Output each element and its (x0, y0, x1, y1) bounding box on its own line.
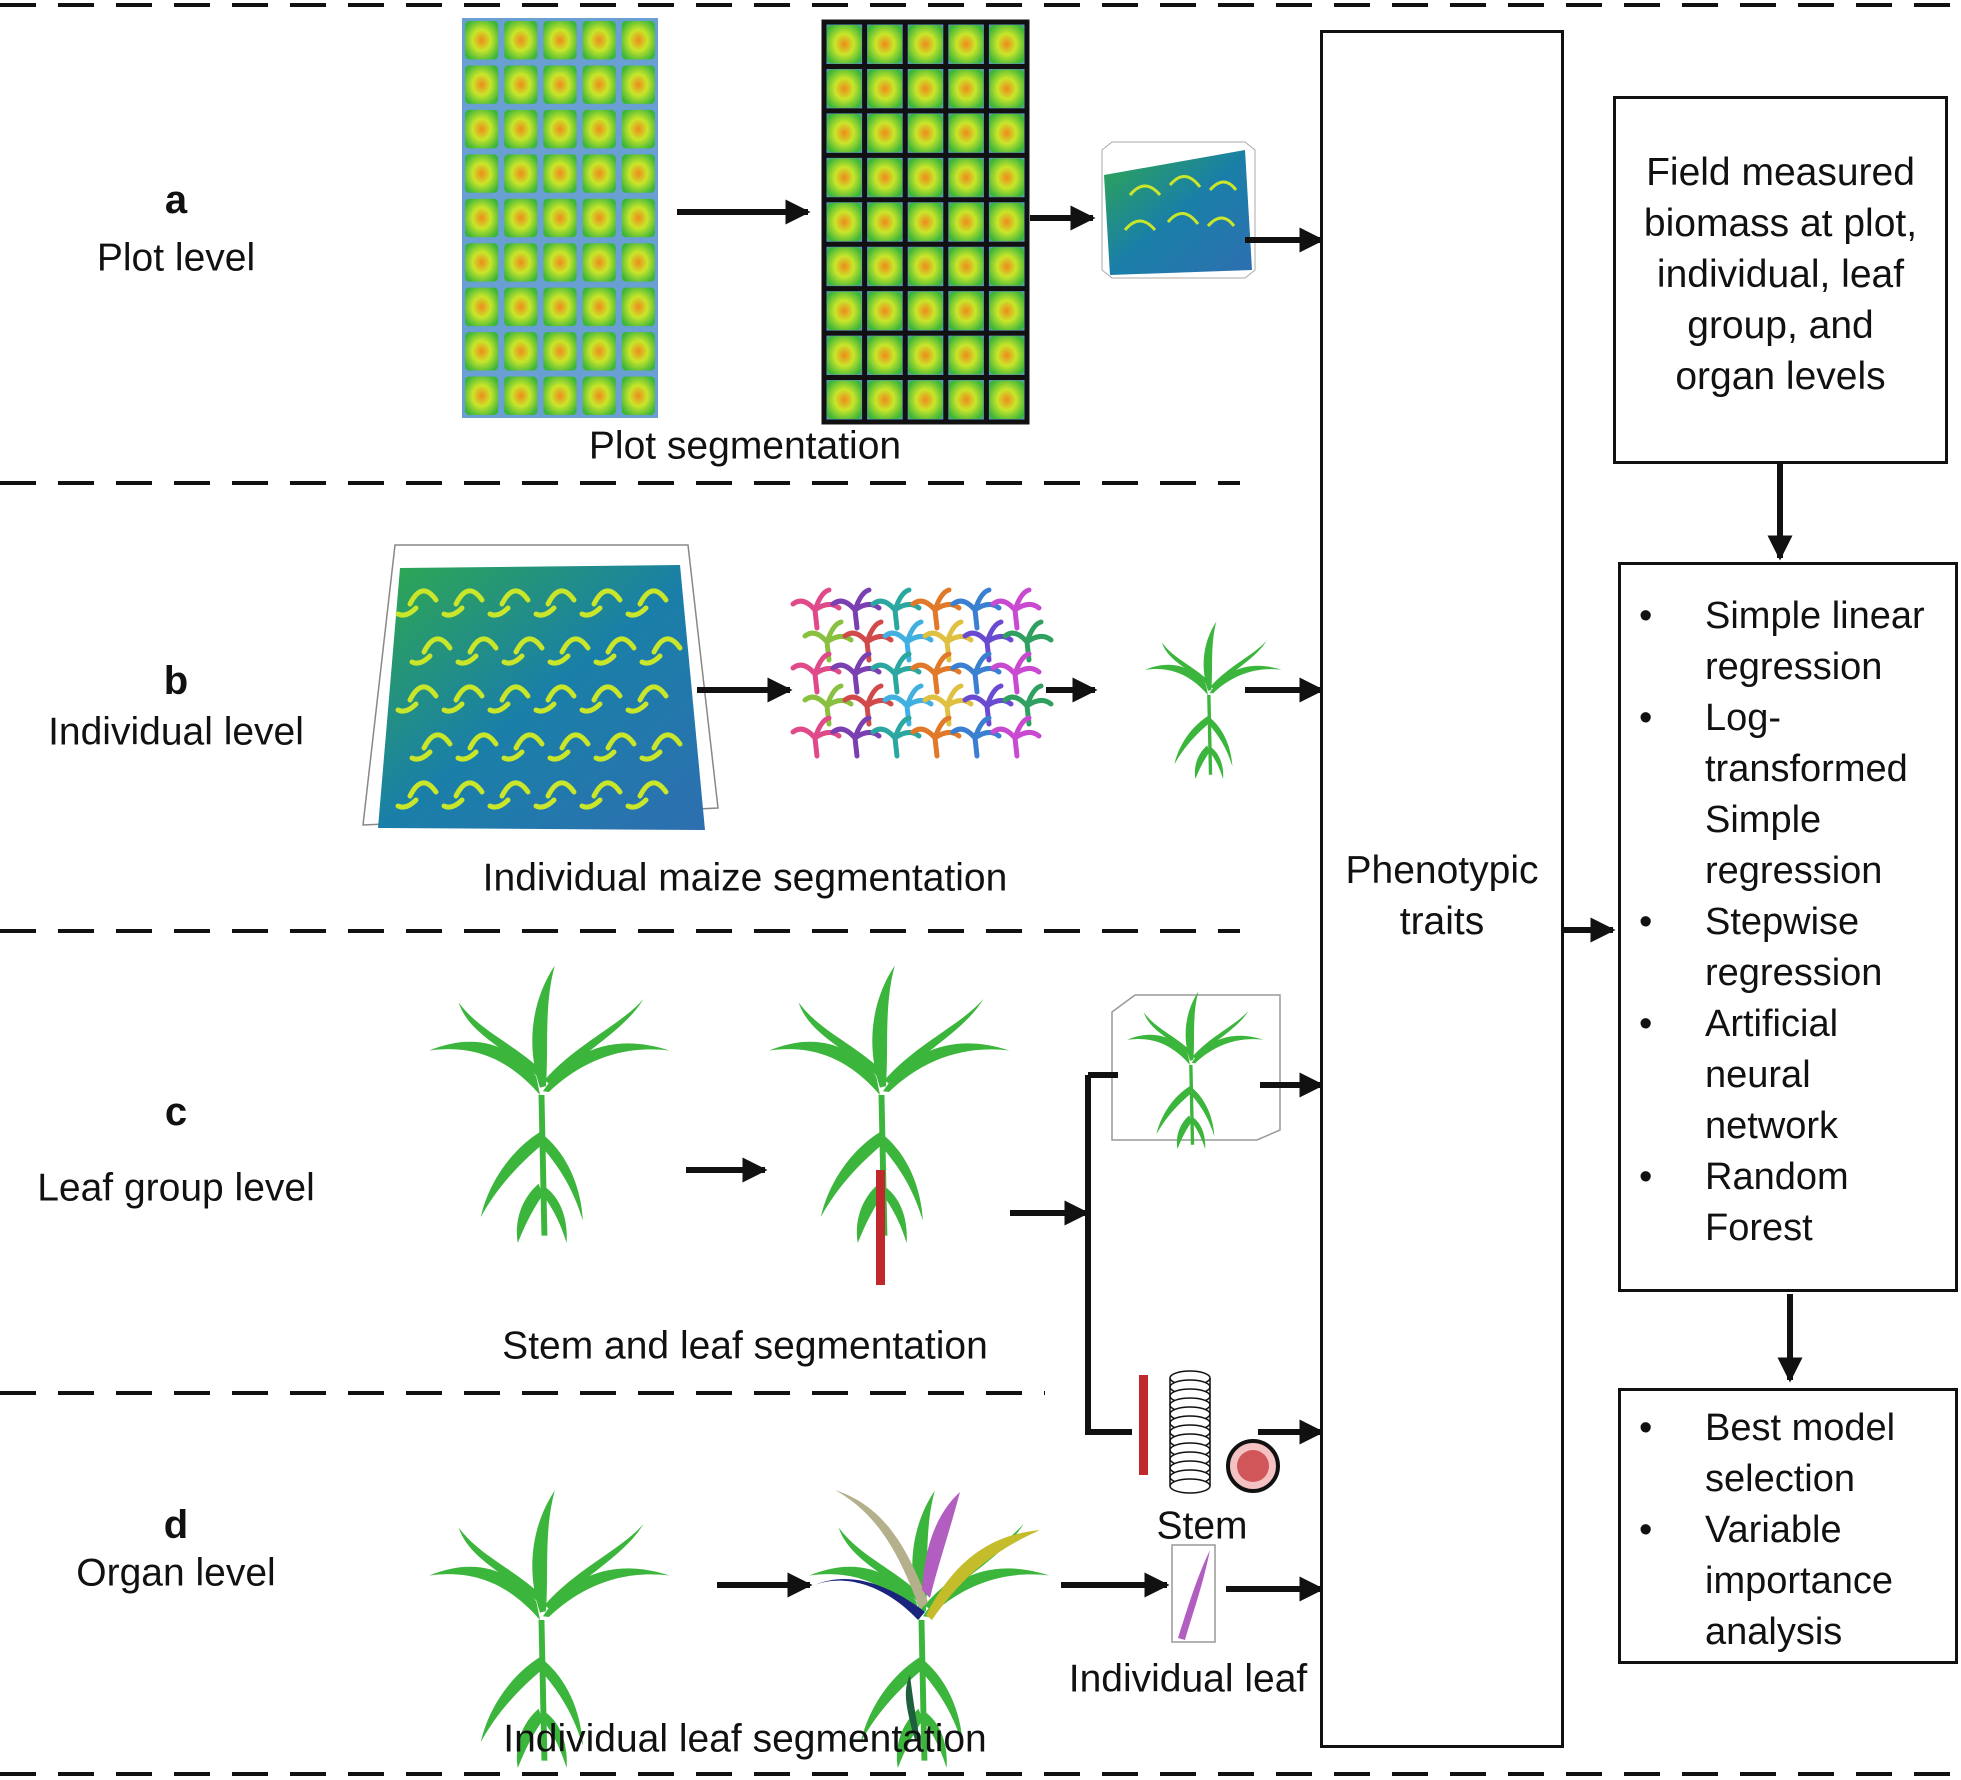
field-line-3: individual, leaf (1656, 253, 1905, 296)
row-c-letter: c (164, 1090, 188, 1134)
segmented-plants-image (790, 587, 1054, 759)
stem-slices-image (1139, 1370, 1280, 1494)
stem-label: Stem (1156, 1504, 1248, 1548)
plant-c-segmented-image (769, 965, 1010, 1285)
row-a-level-label: Plot level (96, 236, 256, 280)
phenotypic-traits-box: Phenotypic traits (1320, 30, 1564, 1748)
dashed-separators (0, 3, 1961, 1776)
field-line-4: group, and (1687, 304, 1874, 347)
row-a-letter: a (164, 178, 188, 222)
field-line-2: biomass at plot, (1643, 202, 1918, 245)
row-c-caption: Stem and leaf segmentation (502, 1324, 988, 1368)
phenotypic-traits-line-2: traits (1399, 900, 1485, 943)
flow-arrows (677, 199, 1803, 1602)
field-measured-text: Field measured biomass at plot, individu… (1616, 147, 1945, 402)
row-d-caption: Individual leaf segmentation (503, 1717, 987, 1761)
row-b-level-label: Individual level (48, 710, 304, 754)
phenotypic-traits-line-1: Phenotypic (1345, 849, 1539, 892)
individual-leaf-box-image (1171, 1544, 1216, 1643)
plant-c-image (429, 965, 670, 1243)
plot-grid-image (821, 19, 1030, 425)
row-a-caption: Plot segmentation (588, 424, 902, 468)
individual-canopy-image (362, 544, 719, 830)
field-measured-box: Field measured biomass at plot, individu… (1613, 96, 1948, 464)
row-b-letter: b (163, 659, 189, 703)
field-line-5: organ levels (1675, 355, 1886, 398)
row-c-level-label: Leaf group level (37, 1166, 315, 1210)
individual-leaf-label: Individual leaf (1068, 1657, 1308, 1701)
single-plant-b-image (1145, 621, 1282, 779)
field-line-1: Field measured (1646, 151, 1915, 194)
plant-d-segmented-image (809, 1490, 1050, 1768)
phenotypic-traits-text: Phenotypic traits (1323, 845, 1561, 947)
plot-point-cloud-image (462, 18, 658, 418)
row-d-level-label: Organ level (76, 1551, 276, 1595)
row-d-letter: d (163, 1503, 189, 1547)
single-plot-canopy-image (1101, 141, 1256, 279)
row-b-caption: Individual maize segmentation (482, 856, 1008, 900)
leaf-group-box-image (1111, 991, 1281, 1149)
